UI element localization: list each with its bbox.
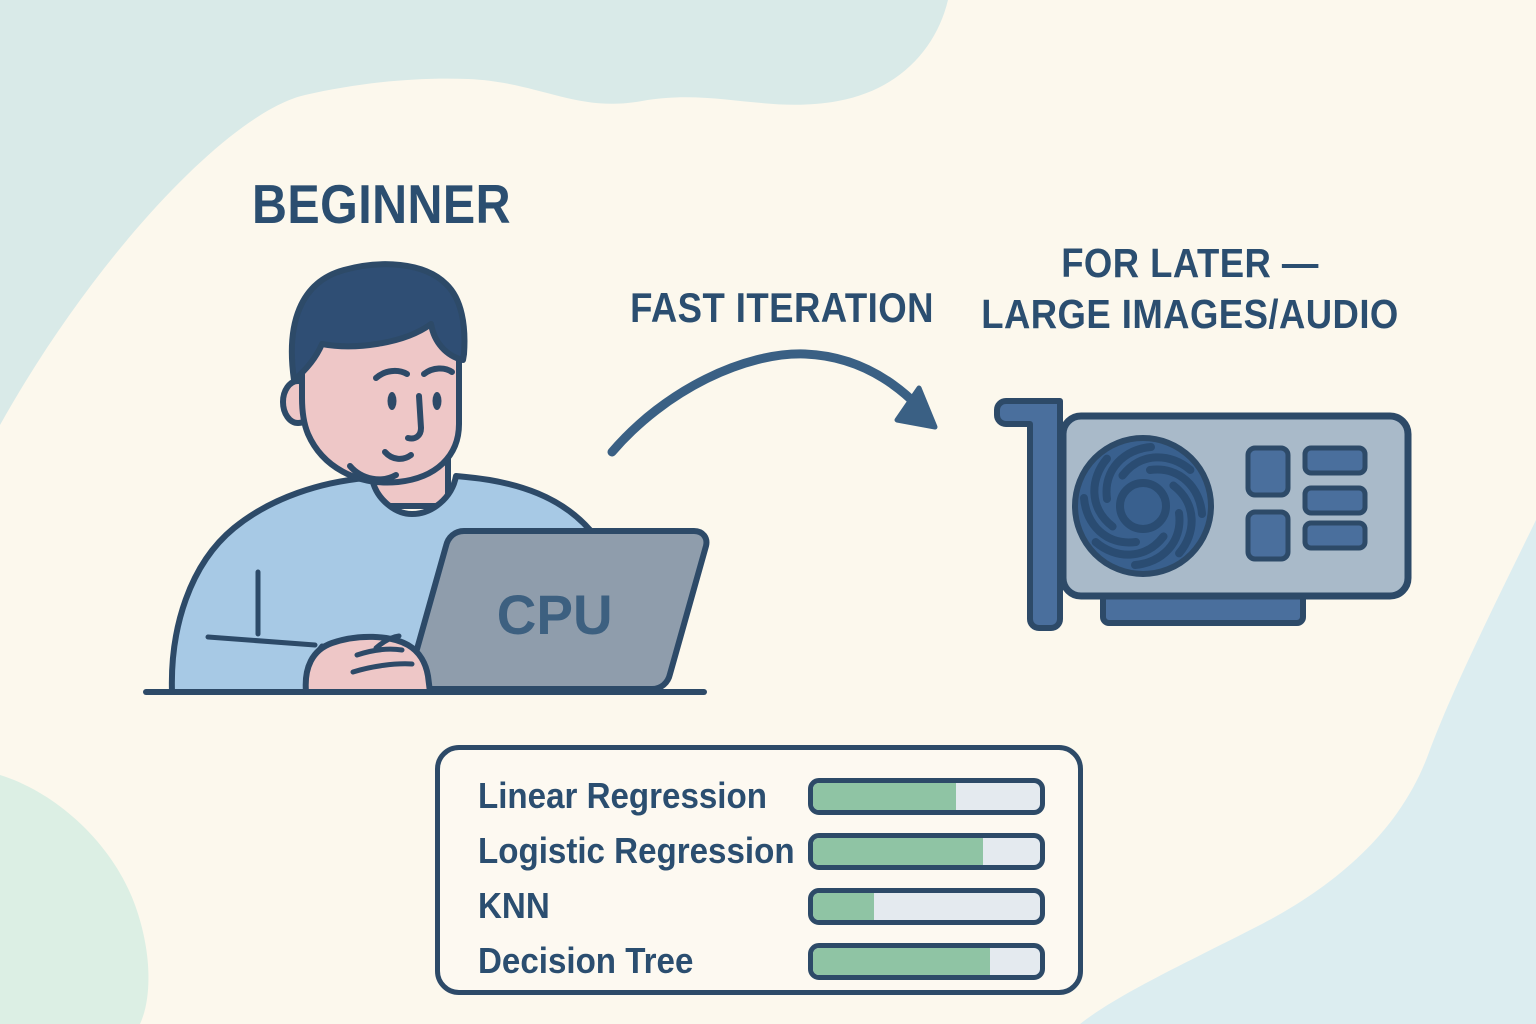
algorithm-row: Logistic Regression [440,826,1078,876]
progress-bar-fill [813,947,991,975]
algorithm-label: Logistic Regression [478,830,795,871]
gpu-caption: FOR LATER — LARGE IMAGES/AUDIO [981,238,1399,340]
person-nose [405,393,425,442]
background-blob-top-left [0,0,948,425]
person-eyebrows [373,365,455,381]
gpu-caption-line1: FOR LATER — [1061,240,1319,286]
fast-iteration-label: FAST ITERATION [630,284,934,331]
progress-bar [808,832,1045,870]
progress-bar-fill [813,782,956,810]
algorithm-row: Linear Regression [440,771,1078,821]
laptop-lid [406,528,710,692]
person-smile [347,449,414,483]
person-hair [288,261,468,383]
person-eye-left [387,392,397,410]
progress-bar [808,942,1045,980]
progress-bar [808,887,1045,925]
algorithm-label: KNN [478,885,550,926]
algorithm-row: Decision Tree [440,936,1078,986]
hand-finger-lines [350,633,415,675]
person-eye-right [432,392,442,410]
cpu-label: CPU [497,583,613,646]
algorithms-panel: Linear Regression Logistic Regression KN… [435,745,1083,995]
gpu-caption-line2: LARGE IMAGES/AUDIO [981,291,1399,337]
progress-bar [808,777,1045,815]
algorithm-label: Linear Regression [478,775,767,816]
beginner-heading: BEGINNER [252,173,511,235]
gpu-illustration [994,398,1412,631]
gpu-bracket [994,398,1063,631]
background-blob-bottom-right [1080,520,1536,1024]
gpu-fan-icon [1072,435,1214,577]
progress-bar-fill [813,837,984,865]
background-blob-bottom-left [0,775,149,1024]
arrow-icon [607,349,938,457]
algorithm-label: Decision Tree [478,940,694,981]
algorithm-row: KNN [440,881,1078,931]
laptop-illustration: CPU [302,528,710,695]
progress-bar-fill [813,892,875,920]
gpu-ports [1245,445,1368,562]
